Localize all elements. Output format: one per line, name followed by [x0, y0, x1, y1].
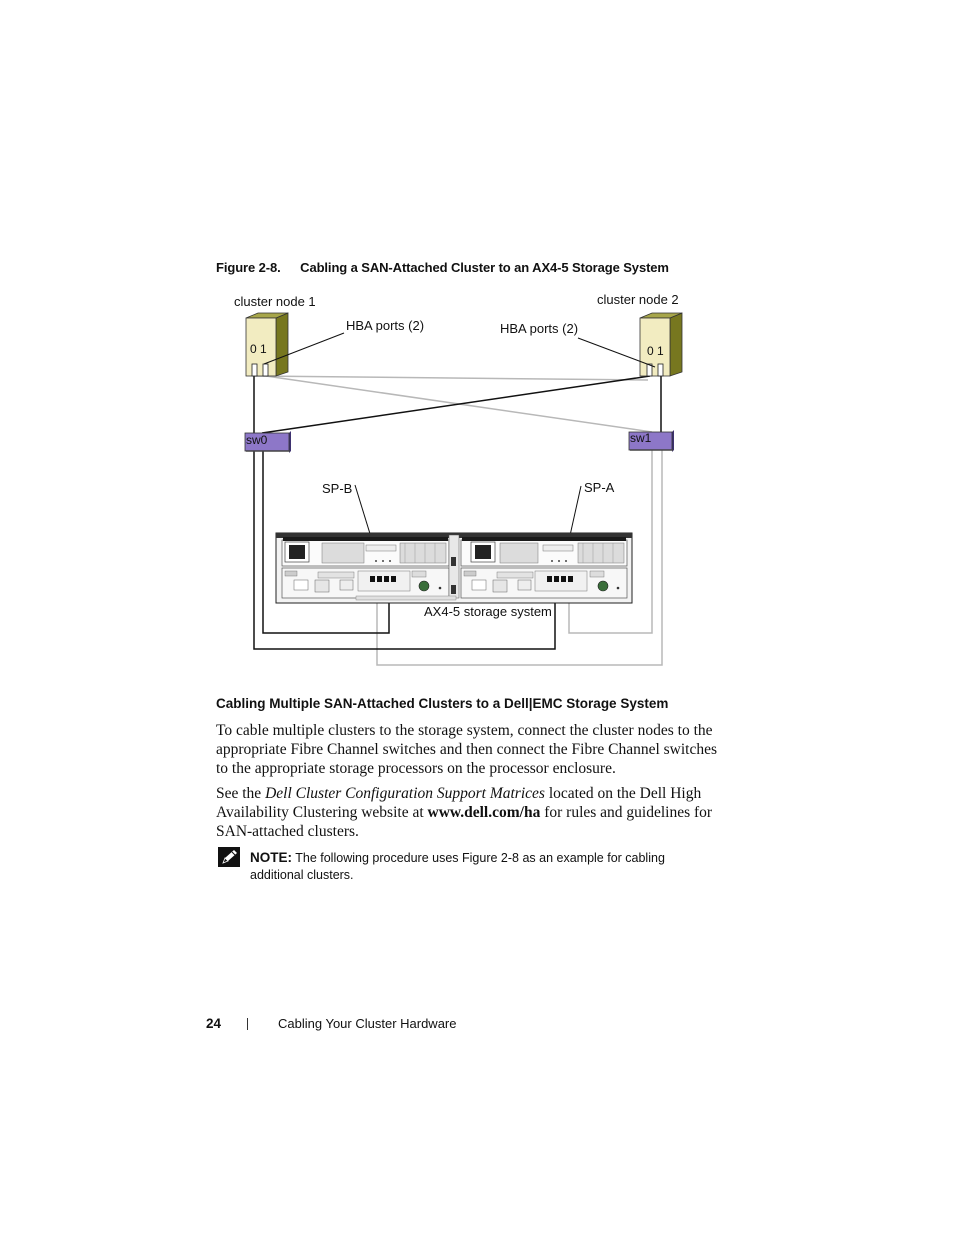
storage-system	[275, 532, 633, 604]
sp-a-label: SP-A	[584, 480, 615, 495]
cable-sw0-to-spa	[253, 450, 556, 650]
sw0-label: sw0	[246, 433, 268, 447]
cluster-node-1-label: cluster node 1	[234, 294, 316, 309]
hba-ports-label-2: HBA ports (2)	[500, 321, 578, 336]
note-text: The following procedure uses Figure 2-8 …	[250, 851, 665, 882]
note-label: NOTE:	[250, 850, 292, 865]
hba-port-0	[251, 363, 258, 377]
figure-number: Figure 2-8.	[216, 260, 281, 275]
switch-sw1: sw1	[628, 430, 674, 452]
storage-processor-b	[281, 537, 450, 599]
node2-ports-label: 0 1	[647, 344, 664, 358]
sw1-label: sw1	[630, 431, 652, 445]
cable-node1-to-node2-light	[254, 375, 649, 381]
dell-ha-link[interactable]: www.dell.com/ha	[427, 804, 541, 821]
paragraph-1: To cable multiple clusters to the storag…	[216, 722, 718, 777]
hba-port-0	[646, 363, 653, 377]
san-cabling-diagram: 0 1 0 1 cluster node 1 cluster node 2 HB…	[234, 292, 683, 666]
cluster-node-1: 0 1	[245, 312, 289, 377]
note-block: NOTE: The following procedure uses Figur…	[250, 849, 720, 884]
cables-light	[254, 375, 663, 666]
support-matrices-title: Dell Cluster Configuration Support Matri…	[265, 785, 545, 802]
storage-processor-a	[460, 537, 628, 599]
cable-sw1-to-spa-1	[568, 450, 653, 634]
paragraph-2-text-c: for rules and guidelines for SAN-attache…	[216, 804, 713, 840]
page-number: 24	[206, 1016, 222, 1031]
switch-sw0: sw0	[244, 431, 291, 453]
hba-ports-label-1: HBA ports (2)	[346, 318, 424, 333]
cables-dark	[253, 375, 662, 650]
paragraph-2-text-a: See the	[216, 785, 266, 802]
section-heading: Cabling Multiple SAN-Attached Clusters t…	[216, 696, 669, 711]
cable-sw0-to-spb	[262, 450, 390, 634]
hba-port-1	[262, 363, 269, 377]
hba-callout-line-1	[263, 332, 345, 365]
paragraph-2: See the Dell Cluster Configuration Suppo…	[216, 784, 721, 841]
cluster-node-2-label: cluster node 2	[597, 292, 679, 307]
sp-b-label: SP-B	[322, 481, 352, 496]
figure-caption: Figure 2-8. Cabling a SAN-Attached Clust…	[216, 260, 669, 275]
note-pencil-icon	[218, 847, 240, 867]
node1-ports-label: 0 1	[250, 342, 267, 356]
storage-system-label: AX4-5 storage system	[424, 604, 552, 619]
footer-divider	[247, 1018, 248, 1030]
cluster-node-2: 0 1	[639, 312, 683, 377]
cable-sw1-to-spb	[376, 450, 663, 666]
cable-node2-to-sw0	[261, 375, 651, 434]
chapter-title: Cabling Your Cluster Hardware	[278, 1016, 457, 1031]
paragraph-2-text-b: located on the Dell High Availability Cl…	[216, 785, 702, 821]
figure-title: Cabling a SAN-Attached Cluster to an AX4…	[300, 260, 669, 275]
hba-callout-line-2	[577, 337, 656, 368]
hba-port-1	[657, 363, 664, 377]
